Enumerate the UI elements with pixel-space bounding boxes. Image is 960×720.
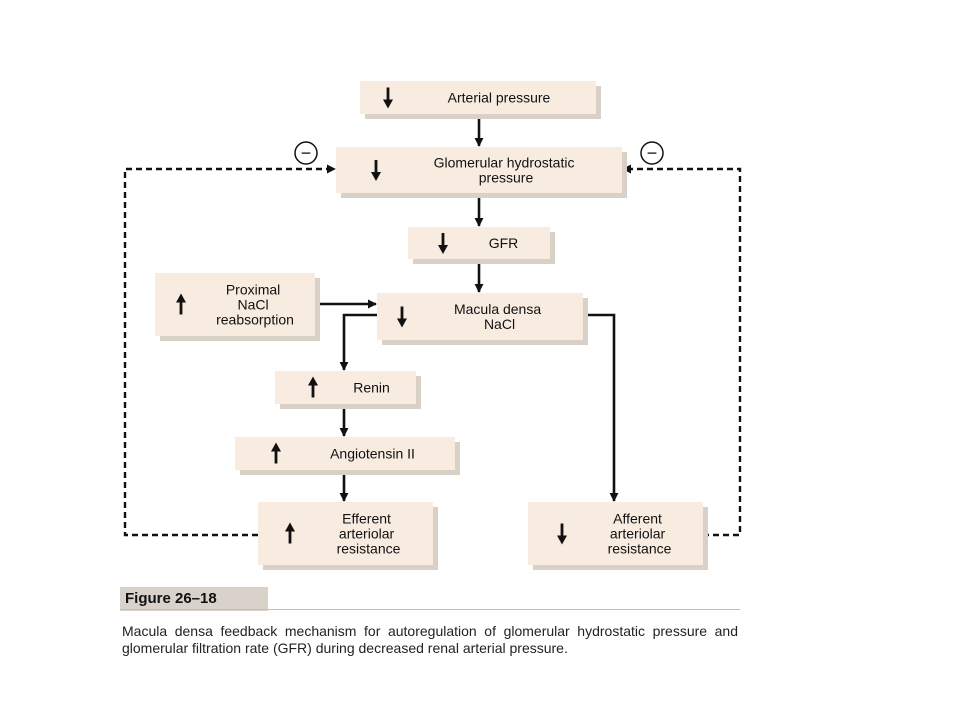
node-label: Glomerular hydrostatic pressure — [434, 155, 579, 186]
feedback-efferent-to-glomerular — [123, 164, 336, 537]
node-afferent-arteriolar-resistance: Afferent arteriolar resistance — [528, 502, 708, 570]
arrow-up-icon — [285, 522, 295, 544]
feedback-inhibition-right: − — [640, 141, 664, 165]
node-label-line: NaCl — [237, 297, 268, 313]
minus-circle-icon — [294, 141, 318, 165]
node-layer: Arterial pressure Glomerular hydrostatic… — [155, 81, 708, 570]
node-efferent-arteriolar-resistance: Efferent arteriolar resistance — [258, 502, 438, 570]
arrow-up-icon — [271, 442, 281, 464]
node-glomerular-hydrostatic-pressure: Glomerular hydrostatic pressure — [336, 147, 627, 198]
node-label: Arterial pressure — [448, 90, 551, 106]
node-label: Macula densa NaCl — [454, 301, 545, 332]
node-label: Proximal NaCl reabsorption — [216, 282, 294, 328]
node-box — [408, 227, 550, 259]
node-label: Afferent arteriolar resistance — [608, 511, 672, 557]
figure-label: Figure 26–18 — [120, 587, 268, 611]
node-box — [528, 502, 703, 565]
node-label-line: resistance — [608, 541, 672, 557]
arrow-down-icon — [397, 306, 407, 328]
minus-circle-icon — [640, 141, 664, 165]
caption-divider — [120, 609, 740, 610]
node-label-line: Renin — [353, 380, 390, 396]
node-box — [235, 437, 455, 470]
connector-layer — [123, 114, 742, 537]
node-label-line: resistance — [337, 541, 401, 557]
node-box — [377, 293, 583, 340]
node-label-line: Efferent — [342, 511, 391, 527]
node-label: Angiotensin II — [330, 446, 415, 462]
node-label-line: GFR — [489, 235, 519, 251]
node-label-line: Proximal — [226, 282, 280, 298]
arrow-up-icon — [176, 293, 186, 315]
node-box — [360, 81, 596, 114]
arrow-down-icon — [371, 160, 381, 181]
minus-symbol: − — [301, 143, 312, 163]
arrow-down-icon — [438, 233, 448, 254]
feedback-afferent-to-glomerular — [622, 164, 742, 537]
node-arterial-pressure: Arterial pressure — [360, 81, 601, 119]
node-label-line: Angiotensin II — [330, 446, 415, 462]
node-angiotensin-ii: Angiotensin II — [235, 437, 460, 475]
node-box — [258, 502, 433, 565]
figure-caption: Macula densa feedback mechanism for auto… — [122, 623, 738, 656]
node-renin: Renin — [275, 371, 421, 409]
minus-symbol: − — [647, 143, 658, 163]
node-label: Renin — [353, 380, 390, 396]
node-macula-densa-nacl: Macula densa NaCl — [377, 293, 588, 345]
node-proximal-nacl-reabsorption: Proximal NaCl reabsorption — [155, 273, 320, 341]
node-label: Efferent arteriolar resistance — [337, 511, 401, 557]
connector-macula-to-afferent — [583, 313, 619, 502]
node-box — [275, 371, 416, 404]
connector-macula-to-renin — [339, 313, 377, 371]
arrow-down-icon — [557, 523, 567, 545]
node-gfr: GFR — [408, 227, 555, 264]
node-label-line: Afferent — [613, 511, 662, 527]
arrow-down-icon — [383, 87, 393, 109]
node-label-line: arteriolar — [339, 526, 395, 542]
node-label-line: Glomerular hydrostatic — [434, 155, 575, 171]
node-label-line: reabsorption — [216, 312, 294, 328]
node-label-line: Arterial pressure — [448, 90, 551, 106]
node-label-line: Macula densa — [454, 301, 541, 317]
feedback-inhibition-left: − — [294, 141, 318, 165]
arrow-up-icon — [308, 376, 318, 398]
node-label-line: pressure — [479, 170, 534, 186]
node-label-line: NaCl — [484, 316, 515, 332]
node-box — [336, 147, 622, 193]
node-label: GFR — [489, 235, 519, 251]
node-label-line: arteriolar — [610, 526, 666, 542]
